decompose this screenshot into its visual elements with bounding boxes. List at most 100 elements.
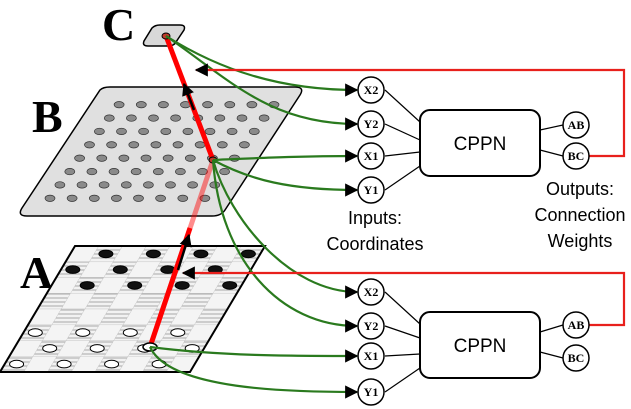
neuron-dot <box>120 181 132 189</box>
inputs-caption-line2: Coordinates <box>326 234 423 254</box>
white-piece <box>56 359 72 369</box>
outputs-caption: Outputs: Connection Weights <box>534 179 625 251</box>
neuron-dot <box>187 181 198 189</box>
neuron-dot <box>103 114 115 122</box>
neuron-dot <box>170 114 181 122</box>
neuron-dot <box>150 141 162 149</box>
input-label-x1-top: X1 <box>364 149 379 163</box>
neuron-dot <box>236 114 248 122</box>
neuron-dot <box>182 127 194 135</box>
neuron-dot <box>172 141 184 149</box>
neuron-dot <box>135 101 147 109</box>
query-arrow-y2-bottom <box>211 159 359 333</box>
layer-label-a: A <box>20 247 53 298</box>
neuron-dot <box>111 194 122 202</box>
neuron-dot <box>118 154 130 162</box>
white-piece <box>89 344 105 353</box>
white-piece <box>9 359 25 369</box>
input-label-y1-bottom: Y1 <box>364 385 379 399</box>
neuron-dot <box>162 154 174 162</box>
neuron-dot <box>74 154 85 162</box>
query-arrow-x1-top <box>212 149 359 163</box>
neuron-dot <box>106 141 117 149</box>
input-node-y1-bottom: Y1 <box>357 378 385 406</box>
neuron-dot <box>165 181 176 189</box>
neuron-dot <box>94 127 105 135</box>
neuron-dot <box>84 141 95 149</box>
neuron-dot <box>54 181 66 189</box>
output-label-ab-bottom: AB <box>568 318 585 332</box>
query-arrow-x2-top <box>165 35 359 97</box>
neuron-dot <box>148 114 159 122</box>
input-node-x1-bottom: X1 <box>357 342 385 370</box>
query-arrow-x1-bottom <box>149 345 359 363</box>
input-node-x2-top: X2 <box>357 76 385 104</box>
output-node-ab-bottom: AB <box>562 311 590 339</box>
white-piece <box>27 328 43 337</box>
neuron-dot <box>143 181 154 189</box>
black-piece <box>127 281 143 290</box>
output-arrow-bc <box>194 63 626 158</box>
black-piece <box>174 281 190 290</box>
neuron-dot <box>126 114 137 122</box>
neuron-dot <box>224 101 236 109</box>
cppn-label-bottom: CPPN <box>454 336 507 357</box>
neuron-dot <box>108 168 120 176</box>
neuron-dot <box>158 101 169 109</box>
neuron-dot <box>98 181 110 189</box>
neuron-dot <box>64 168 76 176</box>
input-label-x2-bottom: X2 <box>364 285 379 299</box>
outputs-caption-line1: Outputs: <box>546 179 614 199</box>
layer-b-plate <box>19 86 303 217</box>
cppn-box-top <box>419 109 541 177</box>
connection-ab-highlight <box>147 227 193 348</box>
neuron-dot <box>184 154 196 162</box>
query-arrow-y2-top <box>165 35 359 131</box>
black-piece <box>65 265 81 274</box>
neuron-dot <box>96 154 108 162</box>
query-arrow-x2-bottom <box>211 159 359 299</box>
inputs-caption: Inputs: Coordinates <box>326 208 423 254</box>
neuron-dot <box>138 127 149 135</box>
arrow-bc <box>182 82 196 111</box>
neuron-dot <box>140 154 152 162</box>
neuron-dot <box>86 168 98 176</box>
black-piece <box>112 265 128 274</box>
neuron-dot <box>88 194 100 202</box>
neuron-dot <box>160 127 172 135</box>
white-piece <box>104 359 120 369</box>
arrow-ab <box>176 233 192 271</box>
white-piece <box>42 344 58 353</box>
neuron-dot <box>130 168 142 176</box>
neuron-dot <box>66 194 78 202</box>
neuron-dot <box>204 127 216 135</box>
output-label-bc-top: BC <box>568 149 585 163</box>
black-piece <box>79 281 95 290</box>
neuron-dot <box>219 168 230 176</box>
input-node-x2-bottom: X2 <box>357 278 385 306</box>
white-piece <box>75 328 91 337</box>
outputs-caption-line2: Connection <box>534 205 625 225</box>
black-piece <box>145 249 161 259</box>
inputs-caption-line1: Inputs: <box>348 208 402 228</box>
neuron-dot <box>199 194 211 202</box>
neuron-dot <box>226 127 238 135</box>
output-node-bc-bottom: BC <box>562 344 590 372</box>
board-square <box>118 356 153 372</box>
query-arrows-top <box>165 35 359 197</box>
neuron-dot <box>239 141 250 149</box>
neuron-dot <box>76 181 88 189</box>
neuron-dot <box>128 141 140 149</box>
neuron-dot <box>116 127 127 135</box>
input-label-x1-bottom: X1 <box>364 349 379 363</box>
cppn-box-bottom <box>419 311 541 379</box>
output-node-bc-top: BC <box>562 142 590 170</box>
input-label-y2-top: Y2 <box>364 117 379 131</box>
neuron-dot <box>155 194 166 202</box>
neuron-dot <box>113 101 125 109</box>
input-label-y2-bottom: Y2 <box>364 319 379 333</box>
cppn-module-top: CPPN X2 Y2 X1 Y1 AB BC <box>357 76 590 204</box>
output-arrow-ab <box>181 266 626 327</box>
cppn-module-bottom: CPPN X2 Y2 X1 Y1 AB BC <box>357 278 590 406</box>
